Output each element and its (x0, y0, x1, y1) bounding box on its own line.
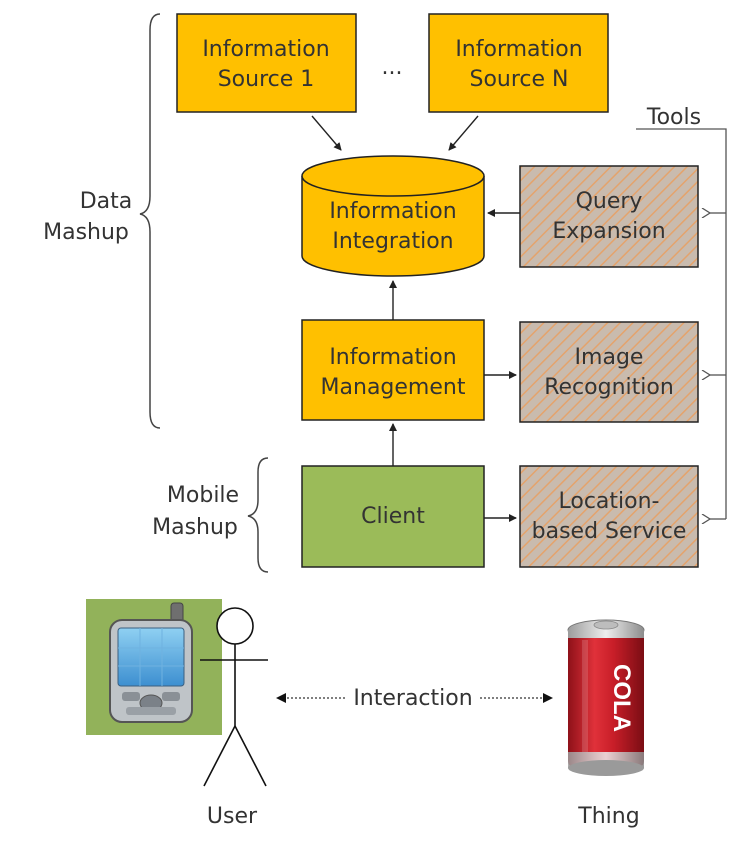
user-label: User (207, 804, 258, 829)
interaction-label: Interaction (353, 686, 472, 711)
location-line1: Location- (559, 489, 660, 514)
management-line1: Information (329, 345, 456, 370)
phone-icon (86, 599, 222, 735)
can-brand-text: COLA (608, 664, 635, 732)
image-line2: Recognition (544, 375, 674, 400)
data-mashup-label-line1: Data (80, 189, 133, 214)
source-n-line2: Source N (469, 67, 568, 92)
user-stick-figure (200, 607, 268, 787)
mobile-mashup-label-line2: Mashup (152, 515, 238, 540)
sources-ellipsis: ... (382, 55, 403, 80)
source-1-line1: Information (202, 37, 329, 62)
client-label: Client (361, 504, 425, 529)
source-1-line2: Source 1 (218, 67, 315, 92)
thing-label: Thing (577, 804, 639, 829)
data-mashup-brace (139, 13, 161, 429)
integration-line1: Information (329, 199, 456, 224)
location-line2: based Service (532, 519, 687, 544)
mobile-mashup-brace (247, 457, 269, 573)
location-based-service-box: Location- based Service (519, 465, 699, 568)
information-management-box: Information Management (301, 319, 485, 421)
arrow-sourceN-to-integration (448, 115, 479, 151)
information-integration-cylinder: Information Integration (301, 155, 485, 277)
query-line2: Expansion (552, 219, 665, 244)
query-line1: Query (576, 189, 643, 214)
tools-label: Tools (646, 105, 701, 130)
data-mashup-label-line2: Mashup (43, 220, 129, 245)
client-box: Client (301, 465, 485, 568)
cola-can-icon: COLA (567, 619, 645, 776)
source-n-line1: Information (455, 37, 582, 62)
information-source-n-box: Information Source N (428, 13, 609, 113)
mobile-mashup-label-line1: Mobile (167, 483, 239, 508)
query-expansion-box: Query Expansion (519, 165, 699, 268)
image-recognition-box: Image Recognition (519, 321, 699, 423)
tools-bracket (636, 128, 727, 519)
information-source-1-box: Information Source 1 (176, 13, 357, 113)
arrow-source1-to-integration (311, 115, 342, 151)
integration-line2: Integration (332, 229, 453, 254)
management-line2: Management (321, 375, 466, 400)
image-line1: Image (575, 345, 644, 370)
